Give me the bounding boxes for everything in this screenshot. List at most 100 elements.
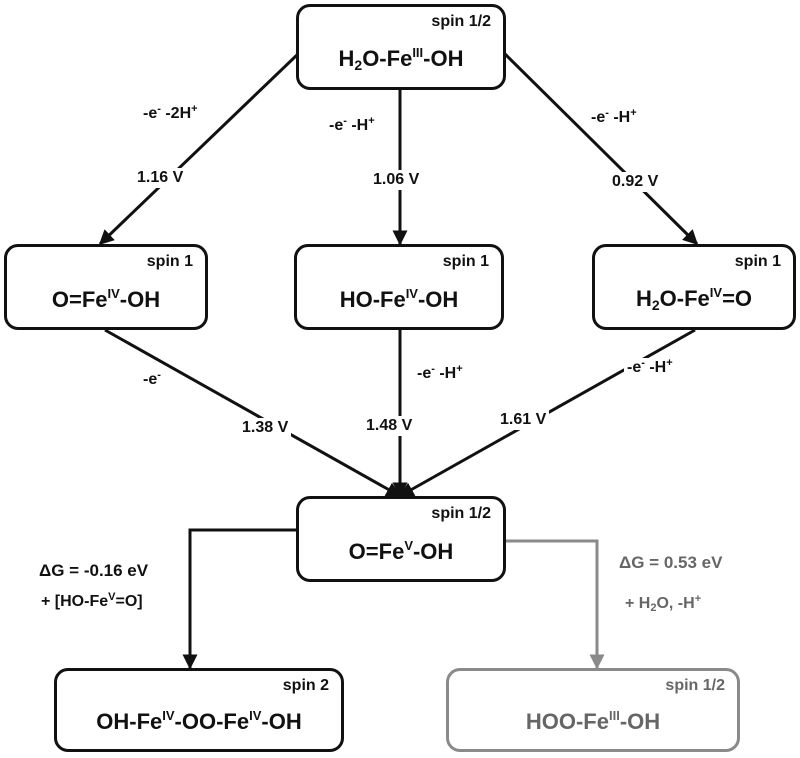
label-sup: + [368, 115, 375, 127]
potential-top-right: 0.92 V [609, 172, 662, 192]
label-part: + [HO-Fe [41, 593, 109, 610]
label-part: =O] [115, 593, 143, 610]
formula-sup: V [404, 538, 413, 553]
label-part: G = [51, 561, 84, 580]
dg-left: ΔG = -0.16 eV [36, 560, 152, 582]
reagent-mid-center: -e- -H+ [414, 364, 466, 384]
formula: HO-FeIV-OH [297, 287, 501, 313]
label-part: -e [143, 105, 158, 122]
label-sup: + [630, 107, 637, 119]
label-part: -e [143, 371, 158, 388]
formula-sup: IV [249, 708, 262, 723]
formula-part: OH-Fe [96, 709, 163, 734]
label-part: -e [329, 117, 344, 134]
formula-part: -OH [261, 709, 302, 734]
formula-part: -OO-Fe [174, 709, 250, 734]
spin-label: spin 1/2 [431, 505, 491, 522]
formula: H2O-FeIV=O [595, 286, 793, 313]
formula-sup: IV [107, 286, 120, 301]
potential-mid-center: 1.48 V [363, 416, 416, 436]
delta-symbol: Δ [619, 553, 632, 572]
arrow-center-to-bottom-left [182, 528, 296, 670]
reagent-top-mid: -e- -H+ [326, 116, 378, 136]
formula-part: H [338, 46, 355, 71]
node-left: spin 1 O=FeIV-OH [4, 244, 208, 330]
formula-sup: IV [162, 708, 175, 723]
dg-value: -0.16 eV [83, 561, 149, 580]
spin-label: spin 2 [282, 677, 329, 694]
label-sup: + [456, 363, 463, 375]
formula: HOO-FeIII-OH [449, 709, 737, 735]
formula-sup: IV [405, 286, 418, 301]
formula-sup: III [412, 45, 424, 60]
label-part: -e [417, 365, 432, 382]
formula-part: O-Fe [362, 46, 413, 71]
label-sup: - [157, 103, 161, 115]
arrow-center-to-bottom-right [506, 539, 605, 670]
label-part: -H [434, 365, 457, 382]
spin-label: spin 1 [734, 253, 781, 270]
arrow-top-to-left [98, 52, 300, 246]
label-sup: - [605, 107, 609, 119]
reagent-left-center: -e- [140, 370, 164, 390]
spin-label: spin 1/2 [665, 677, 725, 694]
label-part: -H [608, 109, 631, 126]
arrow-top-to-right [503, 52, 699, 246]
label-part: O, -H [656, 595, 695, 612]
reagent-top-left: -e- -2H+ [140, 104, 201, 124]
label-sup: - [157, 369, 161, 381]
node-mid: spin 1 HO-FeIV-OH [294, 244, 504, 330]
formula-sub: 2 [651, 297, 660, 313]
formula-part: -OH [412, 539, 454, 564]
formula-part: -OH [619, 709, 661, 734]
potential-top-left: 1.16 V [134, 168, 187, 188]
label-sup: + [666, 357, 673, 369]
arrow-left-to-center [104, 328, 402, 498]
label-sup: + [191, 103, 198, 115]
label-sup: - [641, 357, 645, 369]
formula-part: -OH [119, 287, 161, 312]
potential-top-mid: 1.06 V [370, 170, 423, 190]
formula-part: =O [722, 286, 753, 311]
label-part: -e [591, 109, 606, 126]
spin-label: spin 1 [146, 253, 193, 270]
formula-part: HOO-Fe [525, 709, 609, 734]
label-part: + H [625, 595, 651, 612]
formula-part: O=Fe [348, 539, 405, 564]
cond-left: + [HO-FeV=O] [38, 592, 146, 612]
node-center: spin 1/2 O=FeV-OH [296, 496, 506, 582]
node-bottom-right: spin 1/2 HOO-FeIII-OH [446, 668, 740, 752]
cond-right: + H2O, -H+ [622, 594, 705, 615]
reagent-top-right: -e- -H+ [588, 108, 640, 128]
label-part: -H [644, 359, 667, 376]
formula-part: O-Fe [659, 286, 710, 311]
delta-symbol: Δ [39, 561, 52, 580]
formula-part: -OH [423, 46, 464, 71]
formula-part: H [635, 286, 652, 311]
node-bottom-left: spin 2 OH-FeIV-OO-FeIV-OH [54, 668, 344, 752]
node-top: spin 1/2 H2O-FeIII-OH [296, 4, 506, 90]
label-sup: V [108, 591, 116, 603]
formula-sub: 2 [354, 57, 363, 73]
reagent-right-center: -e- -H+ [624, 358, 676, 378]
formula: OH-FeIV-OO-FeIV-OH [57, 709, 341, 735]
formula: H2O-FeIII-OH [299, 46, 503, 73]
spin-label: spin 1 [442, 253, 489, 270]
label-sup: - [343, 115, 347, 127]
potential-right-center: 1.61 V [497, 410, 550, 430]
label-part: -2H [160, 105, 192, 122]
formula-part: HO-Fe [339, 287, 406, 312]
formula: O=FeIV-OH [7, 287, 205, 313]
label-sub: 2 [650, 602, 657, 614]
formula-part: -OH [417, 287, 459, 312]
dg-right: ΔG = 0.53 eV [616, 552, 726, 574]
spin-label: spin 1/2 [431, 13, 491, 30]
formula-sup: IV [709, 285, 723, 300]
formula-part: O=Fe [51, 287, 108, 312]
formula: O=FeV-OH [299, 539, 503, 565]
label-part: -H [346, 117, 369, 134]
label-part: G = [631, 553, 664, 572]
label-sup: - [431, 363, 435, 375]
label-part: -e [627, 359, 642, 376]
